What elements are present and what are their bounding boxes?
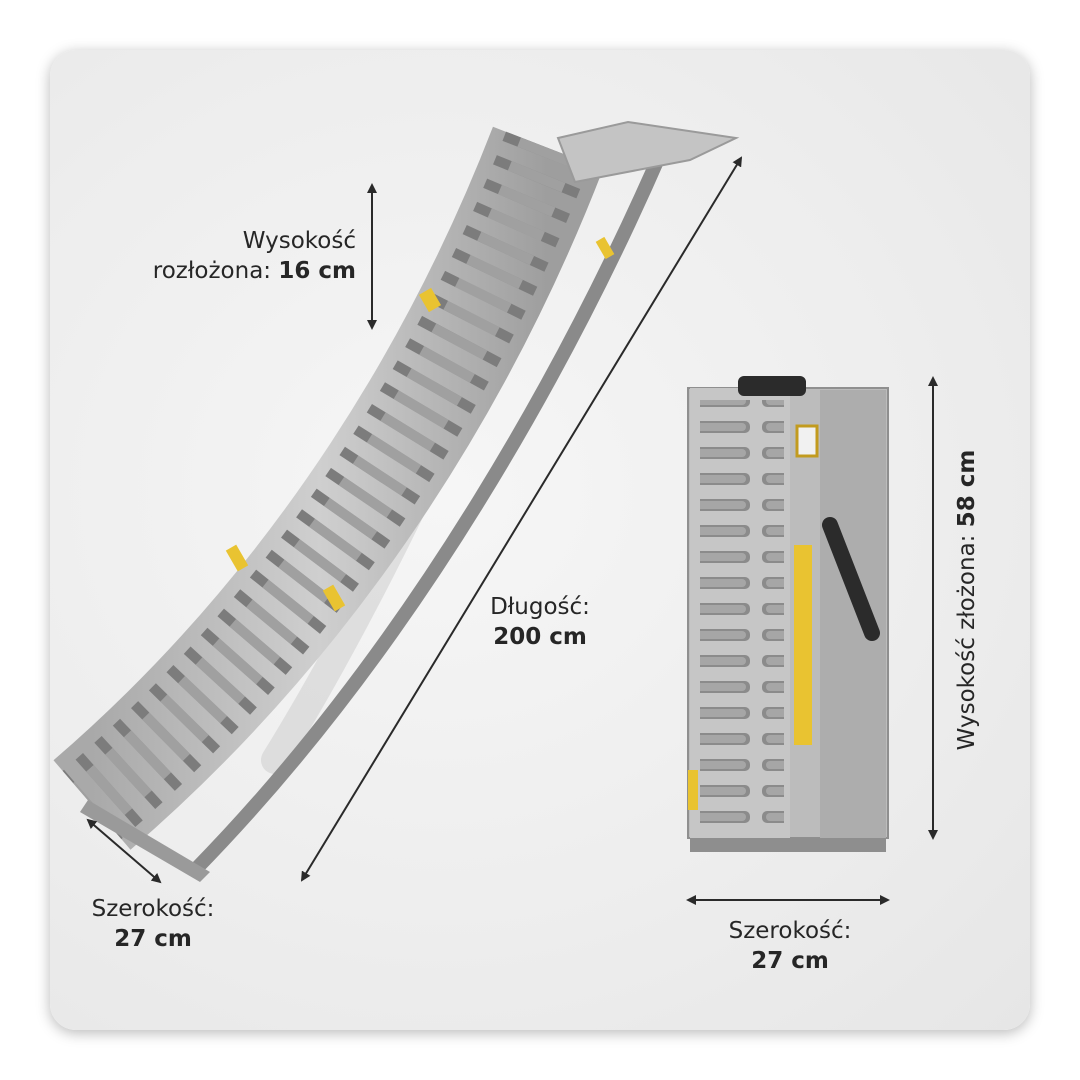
folded-ramp-strap [822,517,880,641]
height-unfolded-label: Wysokość rozłożona: 16 cm [152,228,356,284]
folded-ramp-foot [690,838,886,852]
width-folded-label: Szerokość: 27 cm [728,918,852,974]
length-label: Długość: 200 cm [490,594,590,650]
folded-ramp-image [687,376,889,852]
ramp-hinge-yellow-2 [225,544,249,572]
length-arrow [300,156,743,882]
width-ramp-label: Szerokość: 27 cm [91,896,215,952]
height-folded-label: Wysokość złożona: 58 cm [954,449,980,751]
folded-ramp-sticker [794,545,812,745]
folded-ramp-yellow-edge [688,770,698,810]
folded-ramp-handle [738,376,806,396]
folded-ramp-label [795,424,819,458]
width-ramp-arrow [86,818,162,884]
